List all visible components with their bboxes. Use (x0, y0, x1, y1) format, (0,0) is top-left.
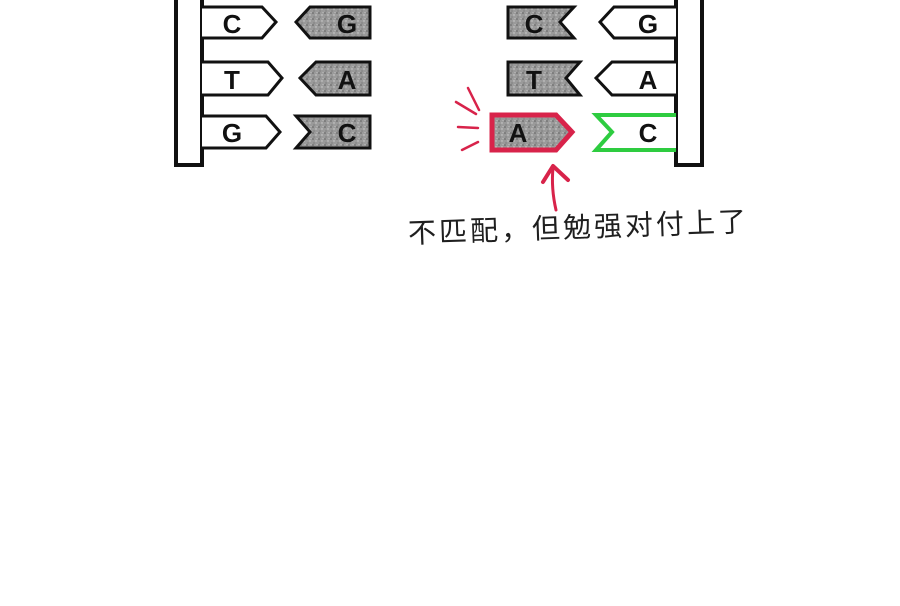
emphasis-marks (454, 86, 481, 152)
right-backbone (674, 0, 704, 167)
mismatch-base-label: A (509, 118, 528, 148)
mismatch-partner-label: C (639, 118, 658, 148)
left-partner-tag-3 (292, 114, 372, 150)
right-partner-label-1: G (638, 9, 658, 39)
left-partner-label-3: C (338, 118, 357, 148)
mismatch-base-tag (489, 112, 576, 153)
left-partner-label-1: G (337, 9, 357, 39)
left-partner-label-2: A (338, 65, 357, 95)
right-partner-tag-2 (593, 60, 676, 97)
right-partner-tag-1 (597, 5, 676, 40)
right-partner-label-2: A (639, 65, 658, 95)
right-base-tag-2 (506, 60, 584, 97)
left-backbone (174, 0, 204, 167)
left-base-tag-1 (202, 5, 279, 40)
left-base-label-3: G (222, 118, 242, 148)
right-base-label-2: T (526, 65, 542, 95)
arrow-up-icon (541, 164, 570, 212)
left-base-tag-2 (202, 60, 284, 97)
left-partner-tag-2 (297, 60, 372, 97)
left-base-tag-3 (202, 114, 282, 150)
left-base-label-2: T (224, 65, 240, 95)
right-base-label-1: C (525, 9, 544, 39)
right-base-tag-1 (506, 5, 578, 40)
left-base-label-1: C (223, 9, 242, 39)
left-partner-tag-1 (293, 5, 372, 40)
mismatch-partner-tag (591, 113, 676, 152)
